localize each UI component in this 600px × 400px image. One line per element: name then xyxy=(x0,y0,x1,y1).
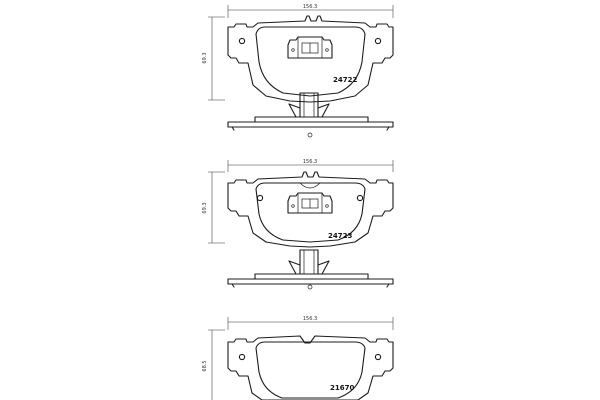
spring-clip-arm-right xyxy=(317,103,330,118)
clip-boss-2 xyxy=(287,192,333,214)
locating-hole-icon xyxy=(356,194,364,202)
spring-clip-body-2 xyxy=(299,249,319,275)
wear-indicator-icon xyxy=(307,132,313,138)
locating-hole-icon xyxy=(374,353,382,361)
part-number-1: 24722 xyxy=(333,76,357,84)
height-dimension-label-3: 68.5 xyxy=(202,360,208,371)
pad-front-view-2: 156.3 69.3 24723 xyxy=(202,159,394,248)
plate-step xyxy=(386,126,390,131)
locating-hole-icon xyxy=(374,37,382,45)
plate-step xyxy=(386,283,390,288)
friction-lining-side-2 xyxy=(254,273,369,280)
clip-boss-1 xyxy=(287,36,333,59)
backing-plate-outline-1 xyxy=(227,15,394,103)
friction-lining-outline-1 xyxy=(255,26,366,97)
backing-plate-side-1 xyxy=(227,121,394,128)
backing-plate-outline-2 xyxy=(227,171,394,248)
width-dimension-label-2: 156.3 xyxy=(303,159,317,165)
height-dimension-label-2: 69.3 xyxy=(202,202,208,213)
locating-hole-icon xyxy=(256,194,264,202)
rivet-icon xyxy=(291,204,295,208)
friction-lining-outline-2 xyxy=(255,182,366,243)
spring-clip-arm-left xyxy=(288,103,301,118)
friction-lining-side-1 xyxy=(254,116,369,123)
spring-clip-arm-left xyxy=(288,260,301,275)
part-number-3: 21670 xyxy=(330,384,354,392)
wear-indicator-icon xyxy=(307,284,313,290)
rivet-icon xyxy=(291,48,295,52)
part-number-2: 24723 xyxy=(328,232,352,240)
backing-plate-side-2 xyxy=(227,278,394,285)
width-dimension-label-1: 156.3 xyxy=(303,4,317,10)
rivet-icon xyxy=(325,48,329,52)
width-dimension-label-3: 156.3 xyxy=(303,316,317,322)
spring-clip-body-1 xyxy=(299,92,319,118)
locating-hole-icon xyxy=(238,37,246,45)
rivet-icon xyxy=(325,204,329,208)
lining-notch xyxy=(299,182,321,189)
pad-side-view-1 xyxy=(227,92,394,138)
plate-step xyxy=(231,283,235,288)
pad-side-view-2 xyxy=(227,249,394,290)
backing-plate-outline-3 xyxy=(227,335,394,400)
plate-step xyxy=(231,126,235,131)
friction-lining-outline-3 xyxy=(255,341,366,399)
height-dimension-label-1: 69.3 xyxy=(202,52,208,63)
pad-front-view-3: 156.3 68.5 21670 xyxy=(202,316,394,400)
pad-front-view-1: 156.3 69.3 24722 xyxy=(202,4,394,103)
spring-clip-arm-right xyxy=(317,260,330,275)
locating-hole-icon xyxy=(238,353,246,361)
